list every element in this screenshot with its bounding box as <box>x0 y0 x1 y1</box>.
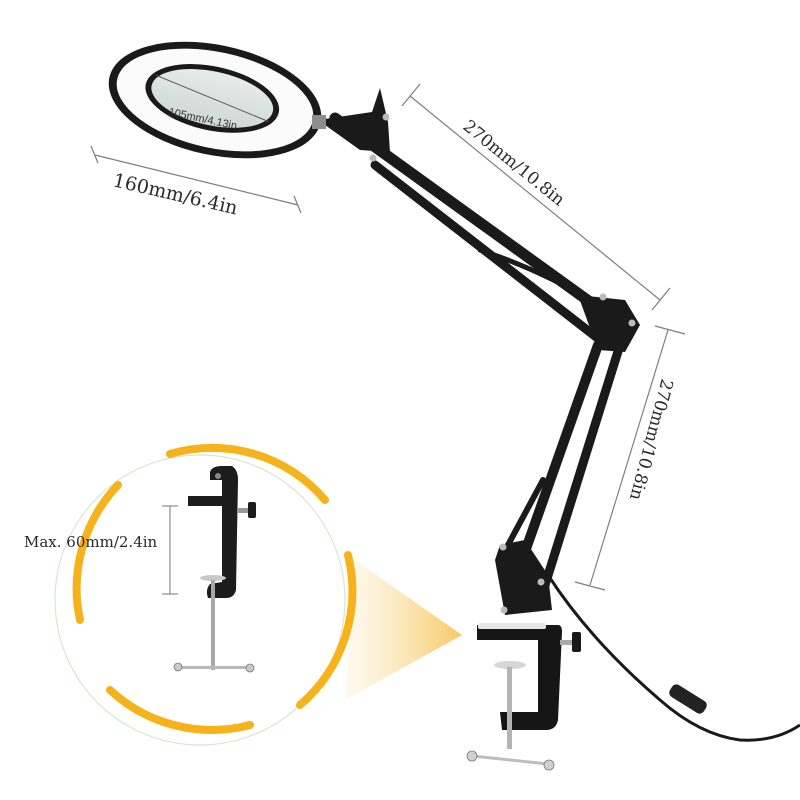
orange-arc-left <box>72 481 122 624</box>
power-cable <box>546 574 800 742</box>
head-width-dimension <box>90 145 302 214</box>
upper-arm <box>329 112 621 345</box>
clamp-detail-circle: Max. 60mm/2.4in <box>24 443 357 746</box>
inline-switch <box>669 684 707 714</box>
head-hinge <box>312 115 326 129</box>
orange-arc-right <box>296 551 357 709</box>
head-bracket <box>318 88 390 152</box>
lens-diameter-line <box>155 74 269 123</box>
head-width-label: 160mm/6.4in <box>111 169 240 219</box>
orange-arc-top <box>166 443 329 504</box>
magnifier-head <box>108 41 322 159</box>
orange-arc-bottom <box>106 686 254 734</box>
highlight-beam <box>345 560 462 700</box>
lower-arm <box>505 340 625 590</box>
upper-arm-label: 270mm/10.8in <box>459 116 568 210</box>
lower-arm-dimension <box>574 325 686 591</box>
clamp-illustration <box>173 466 256 673</box>
clamp-dimension-line <box>162 505 178 595</box>
upper-arm-dimension <box>401 83 671 311</box>
base-clamp <box>466 540 581 771</box>
upper-joint <box>578 295 640 352</box>
clamp-opening-label: Max. 60mm/2.4in <box>24 533 158 551</box>
lower-arm-label: 270mm/10.8in <box>625 377 677 503</box>
